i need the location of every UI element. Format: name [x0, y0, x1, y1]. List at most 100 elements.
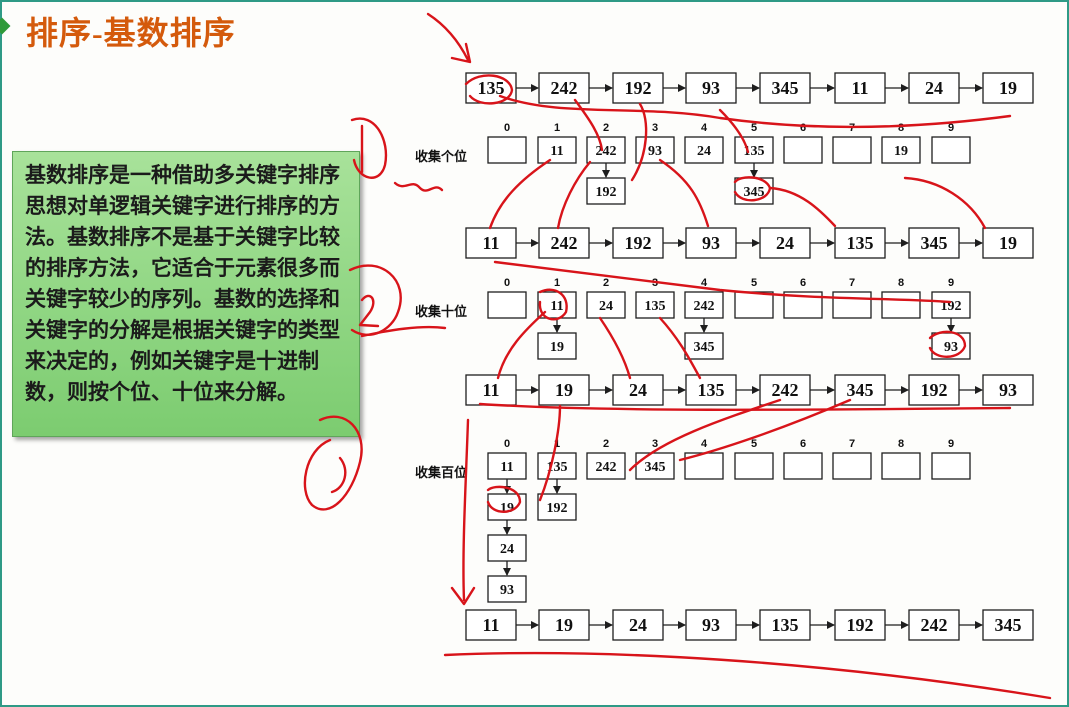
bucket-index: 4	[701, 122, 708, 134]
bucket-box	[734, 136, 774, 164]
bucket-box	[881, 452, 921, 480]
bucket-index: 9	[948, 438, 954, 450]
sequence-node: 345	[908, 227, 960, 259]
annotation-curve-p1e	[903, 176, 987, 230]
bucket-value: 24	[697, 144, 711, 159]
annotation-curve-p2b	[496, 310, 547, 380]
bucket-box	[487, 136, 527, 164]
bucket-box	[734, 452, 774, 480]
bucket-box	[931, 136, 971, 164]
bucket-value: 11	[550, 299, 563, 314]
sequence-node: 11	[465, 374, 517, 406]
sequence-node: 135	[685, 374, 737, 406]
annotation-curve-p2d	[658, 316, 702, 380]
bucket-box	[881, 136, 921, 164]
node-box	[834, 609, 886, 641]
annotation-curve-p2a	[493, 260, 952, 304]
bucket-box	[635, 291, 675, 319]
node-box	[982, 374, 1034, 406]
sequence-node: 93	[685, 227, 737, 259]
node-value: 11	[851, 78, 868, 98]
node-value: 135	[847, 233, 874, 253]
node-box	[834, 227, 886, 259]
annotation-curve-p3a	[538, 404, 562, 502]
node-box	[612, 374, 664, 406]
pass-label: 收集个位	[415, 149, 467, 165]
node-box	[465, 227, 517, 259]
bucket-value: 135	[744, 144, 765, 159]
sequence-node: 24	[612, 609, 664, 641]
annotation-bottom-line	[443, 651, 1052, 700]
annotation-curve-row3	[478, 402, 1012, 411]
bucket-box	[832, 452, 872, 480]
node-box	[465, 609, 517, 641]
node-value: 24	[629, 615, 647, 635]
node-box	[759, 609, 811, 641]
node-value: 345	[921, 233, 948, 253]
bucket-index: 2	[603, 438, 609, 450]
pass-label: 收集百位	[415, 465, 467, 481]
sequence-node: 19	[538, 609, 590, 641]
annotation-curve-row1c	[630, 102, 648, 182]
annotation-circle-19c	[486, 485, 522, 513]
annotation-long-down	[450, 418, 476, 606]
sequence-node: 242	[538, 72, 590, 104]
node-value: 93	[702, 615, 720, 635]
sequence-node: 345	[834, 374, 886, 406]
sequence-node: 242	[908, 609, 960, 641]
sequence-node: 11	[465, 609, 517, 641]
annotation-curve-p2c	[598, 316, 632, 380]
bucket-value: 19	[550, 340, 564, 355]
bucket-value: 135	[645, 299, 666, 314]
annotation-squiggle	[393, 181, 444, 192]
bucket-box	[832, 136, 872, 164]
annotation-curve-p3b	[628, 398, 782, 472]
bucket-chain-box	[684, 332, 724, 360]
bucket-chain-box	[586, 177, 626, 205]
bucket-value: 93	[648, 144, 662, 159]
node-box	[908, 72, 960, 104]
annotation-circle-93	[928, 330, 967, 358]
bucket-index: 2	[603, 122, 609, 134]
node-box	[612, 72, 664, 104]
bucket-box	[635, 452, 675, 480]
bucket-box	[684, 136, 724, 164]
node-value: 24	[925, 78, 943, 98]
bucket-index: 0	[504, 122, 510, 134]
annotation-circle-one	[350, 117, 388, 179]
node-value: 19	[999, 233, 1017, 253]
node-value: 19	[999, 78, 1017, 98]
bucket-index: 6	[800, 438, 806, 450]
bucket-index: 3	[652, 438, 658, 450]
bucket-index: 8	[898, 122, 904, 134]
bucket-value: 11	[500, 460, 513, 475]
node-box	[908, 374, 960, 406]
node-value: 242	[551, 233, 578, 253]
bucket-value: 93	[944, 340, 958, 355]
node-value: 135	[478, 78, 505, 98]
bucket-index: 1	[554, 277, 560, 289]
bucket-index: 5	[751, 438, 757, 450]
node-value: 345	[995, 615, 1022, 635]
sequence-node: 24	[908, 72, 960, 104]
sequence-node: 345	[982, 609, 1034, 641]
node-value: 192	[921, 380, 948, 400]
pass-label: 收集十位	[415, 304, 467, 320]
node-value: 345	[847, 380, 874, 400]
node-box	[908, 609, 960, 641]
bucket-chain-box	[487, 575, 527, 603]
bucket-index: 3	[652, 122, 658, 134]
description-box: 基数排序是一种借助多关键字排序思想对单逻辑关键字进行排序的方法。基数排序不是基于…	[12, 151, 360, 437]
sequence-node: 345	[759, 72, 811, 104]
bucket-index: 6	[800, 122, 806, 134]
node-box	[685, 72, 737, 104]
bucket-value: 345	[645, 460, 666, 475]
sequence-node: 242	[538, 227, 590, 259]
node-value: 11	[482, 380, 499, 400]
bucket-value: 19	[500, 501, 514, 516]
bucket-value: 192	[547, 501, 568, 516]
